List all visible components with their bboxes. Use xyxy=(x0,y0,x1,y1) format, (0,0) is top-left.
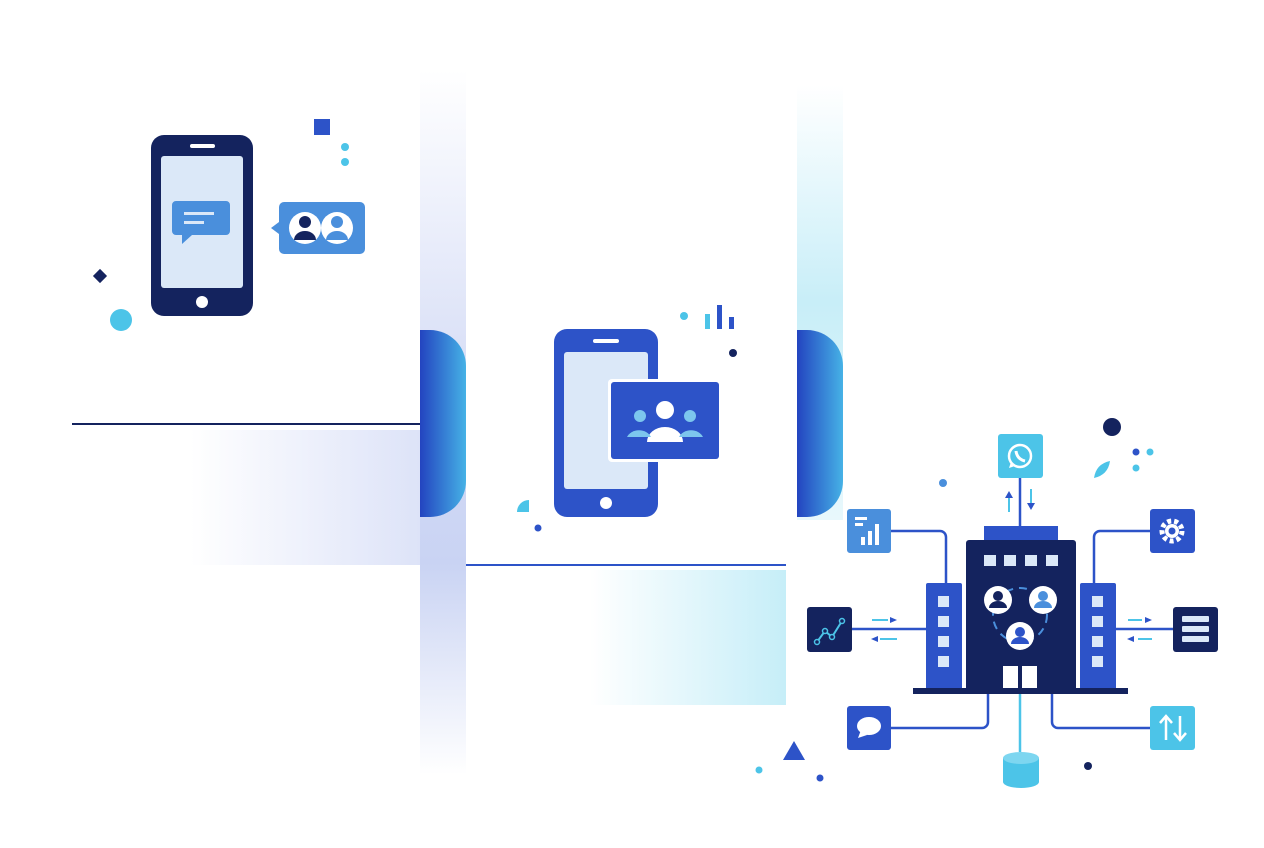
decor-dot xyxy=(1132,464,1140,472)
half-pill-right xyxy=(797,330,843,517)
half-pill-left xyxy=(420,330,466,517)
decor-dot xyxy=(534,524,542,532)
sort-arrows-icon xyxy=(1150,706,1195,750)
decor-dot xyxy=(341,143,349,151)
gear-icon xyxy=(1150,509,1195,553)
decor-dot xyxy=(1132,448,1140,456)
decor-diamond xyxy=(92,268,108,284)
contacts-bubble-icon xyxy=(271,202,365,254)
decor-quarter xyxy=(517,500,529,512)
server-icon xyxy=(1173,607,1218,652)
bar-chart-icon xyxy=(847,509,891,553)
decor-dot xyxy=(1103,418,1121,436)
decor-dot xyxy=(755,766,763,774)
decor-dot xyxy=(816,774,824,782)
decor-dot xyxy=(680,312,688,320)
decor-circle xyxy=(110,309,132,331)
fade-panel-left xyxy=(190,430,420,565)
smartphone-chat-icon xyxy=(151,135,253,316)
bar-chart-decor xyxy=(705,305,734,329)
decor-square xyxy=(314,119,330,135)
chat-bubble-icon xyxy=(847,706,891,750)
decor-triangle xyxy=(783,741,805,760)
whatsapp-icon xyxy=(998,434,1043,478)
office-building-icon xyxy=(913,526,1128,694)
decor-dot xyxy=(939,479,947,487)
decor-dot xyxy=(729,349,737,357)
decor-dot xyxy=(1084,762,1092,770)
database-icon xyxy=(1003,752,1039,788)
decor-dot xyxy=(1146,448,1154,456)
fade-panel-right xyxy=(590,570,786,705)
smartphone-group-icon xyxy=(554,329,722,517)
decor-leaf xyxy=(1094,461,1110,478)
line-chart-icon xyxy=(807,607,852,652)
flow-arrows xyxy=(871,489,1152,642)
decor-dot xyxy=(341,158,349,166)
connector-lines xyxy=(852,478,1173,752)
